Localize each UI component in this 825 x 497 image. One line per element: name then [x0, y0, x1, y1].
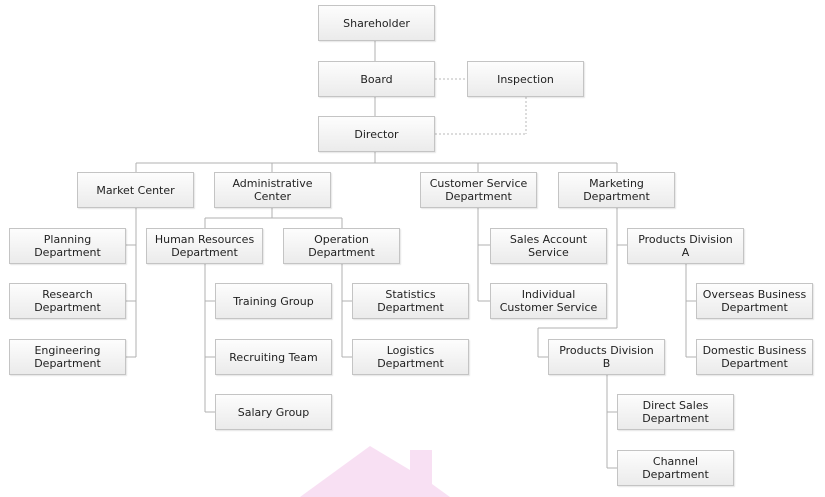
node-label: Market Center — [96, 183, 175, 197]
node-label: Inspection — [497, 72, 554, 86]
node-salary-group: Salary Group — [215, 394, 332, 430]
node-label: Shareholder — [343, 16, 410, 30]
node-label: Recruiting Team — [229, 350, 318, 364]
node-training-group: Training Group — [215, 283, 332, 319]
node-board: Board — [318, 61, 435, 97]
node-inspection: Inspection — [467, 61, 584, 97]
node-recruiting-team: Recruiting Team — [215, 339, 332, 375]
node-shareholder: Shareholder — [318, 5, 435, 41]
watermark-shape — [300, 446, 450, 497]
node-label: Salary Group — [237, 405, 310, 419]
node-label: Training Group — [233, 294, 314, 308]
node-market-center: Market Center — [77, 172, 194, 208]
node-label: Board — [360, 72, 393, 86]
node-director: Director — [318, 116, 435, 152]
node-label: Director — [354, 127, 399, 141]
